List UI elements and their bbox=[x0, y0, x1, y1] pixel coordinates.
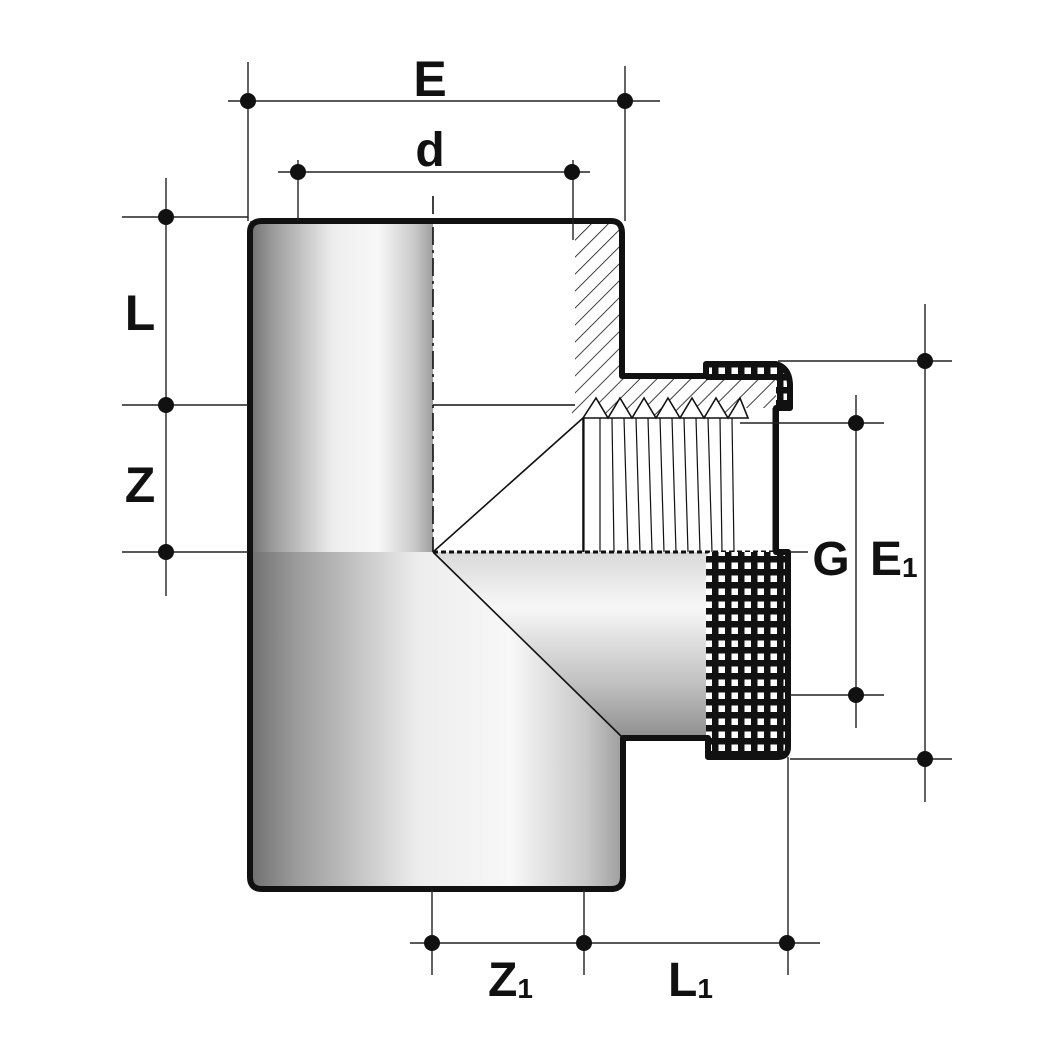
label-E: E bbox=[413, 51, 446, 107]
dimension-lines bbox=[122, 62, 952, 975]
label-L1-sub: 1 bbox=[697, 973, 713, 1004]
label-G: G bbox=[812, 533, 849, 586]
tee-outline bbox=[247, 218, 793, 892]
label-Z1-main: Z bbox=[488, 954, 517, 1007]
label-Z1-sub: 1 bbox=[517, 973, 533, 1004]
label-E1-sub: 1 bbox=[902, 552, 918, 583]
tee-body-section bbox=[432, 221, 790, 554]
label-L1-main: L bbox=[668, 954, 697, 1007]
knurled-ring bbox=[706, 362, 790, 757]
label-E1: E1 bbox=[870, 533, 918, 586]
label-L: L bbox=[125, 285, 156, 341]
tee-body-exterior bbox=[250, 221, 712, 889]
label-d: d bbox=[415, 124, 444, 177]
label-Z1: Z1 bbox=[488, 954, 533, 1007]
label-E1-main: E bbox=[870, 533, 902, 586]
label-L1: L1 bbox=[668, 954, 713, 1007]
label-Z: Z bbox=[125, 457, 156, 513]
